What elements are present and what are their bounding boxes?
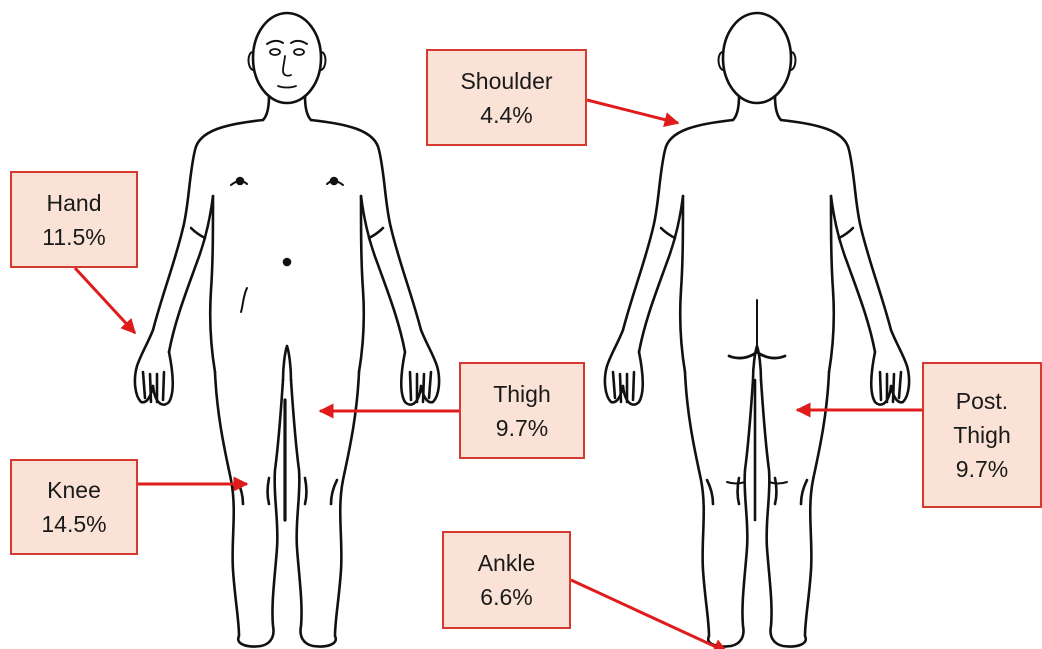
callout-knee-label: Knee — [12, 473, 136, 507]
arrow-hand — [75, 268, 135, 333]
callout-thigh: Thigh 9.7% — [459, 362, 585, 459]
callout-thigh-label: Thigh — [461, 377, 583, 411]
callout-knee: Knee 14.5% — [10, 459, 138, 555]
callout-ankle: Ankle 6.6% — [442, 531, 571, 629]
callout-thigh-value: 9.7% — [461, 411, 583, 445]
arrow-shoulder — [587, 100, 678, 123]
callout-shoulder-value: 4.4% — [428, 98, 585, 132]
human-body-back — [605, 13, 909, 647]
callout-hand-label: Hand — [12, 186, 136, 220]
callout-ankle-value: 6.6% — [444, 580, 569, 614]
callout-hand-value: 11.5% — [12, 220, 136, 254]
human-body-front — [135, 13, 439, 647]
callout-knee-value: 14.5% — [12, 507, 136, 541]
callout-shoulder: Shoulder 4.4% — [426, 49, 587, 146]
callout-shoulder-label: Shoulder — [428, 64, 585, 98]
callout-post-thigh-value: 9.7% — [924, 452, 1040, 486]
callout-ankle-label: Ankle — [444, 546, 569, 580]
callout-hand: Hand 11.5% — [10, 171, 138, 268]
callout-post-thigh-label-2: Thigh — [924, 418, 1040, 452]
callout-post-thigh: Post. Thigh 9.7% — [922, 362, 1042, 508]
callout-post-thigh-label-1: Post. — [924, 384, 1040, 418]
